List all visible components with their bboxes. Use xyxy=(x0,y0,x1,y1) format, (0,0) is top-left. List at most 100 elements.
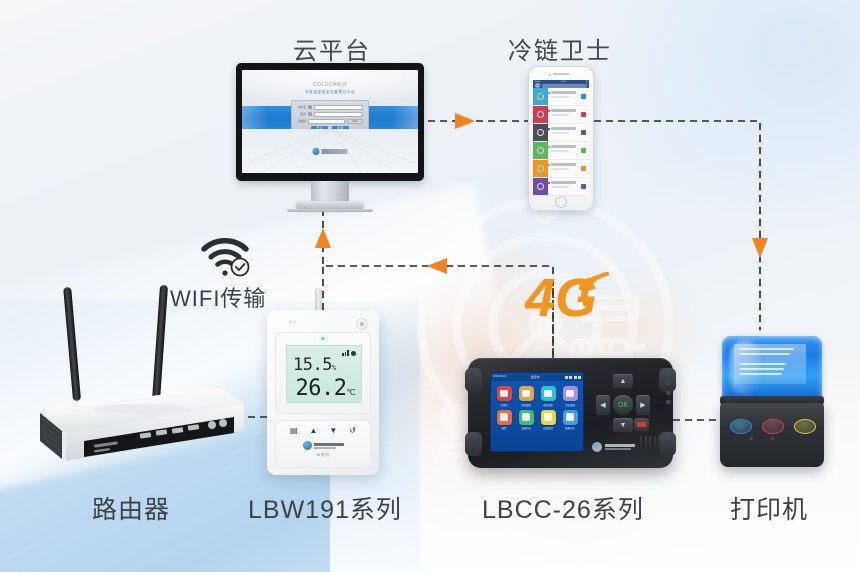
lbcc26-vents xyxy=(640,436,660,454)
receipt-line xyxy=(739,363,786,365)
lbw191-buttons[interactable]: ▤ ▲ ▼ ↺ xyxy=(276,421,370,435)
router-antenna-left xyxy=(63,287,81,401)
lbcc26-power-key[interactable] xyxy=(634,418,649,431)
printer-status-button[interactable] xyxy=(794,419,816,434)
lcd-humidity-reading: 15.5% xyxy=(293,355,336,375)
list-item-icon xyxy=(533,142,548,159)
lbcc26-app-icon[interactable]: 打印机 xyxy=(495,386,513,407)
username-row[interactable]: 用户名 xyxy=(297,105,363,110)
list-item-action-icon[interactable] xyxy=(578,124,589,141)
lbcc26-left-key[interactable]: ◀ xyxy=(596,395,610,415)
password-row[interactable]: 密 码 xyxy=(297,111,363,117)
page-title-app: 冷链卫士 xyxy=(508,38,612,65)
lbcc26-down-key[interactable]: ▼ xyxy=(613,418,633,432)
username-input[interactable] xyxy=(314,105,363,110)
lbcc26-app-icon[interactable]: 设备测试 xyxy=(539,409,557,430)
list-item-action-icon[interactable] xyxy=(578,88,589,105)
monitor-neck xyxy=(311,181,349,201)
status-carrier: ●●●● xyxy=(535,80,541,83)
list-item-action-icon[interactable] xyxy=(578,142,589,159)
list-item-icon xyxy=(533,106,548,123)
lbcc26-right-key[interactable]: ▶ xyxy=(636,395,650,415)
lbw191-down-button[interactable]: ▼ xyxy=(329,426,338,435)
list-item-action-icon[interactable] xyxy=(578,178,589,195)
lbcc26-app-grid[interactable]: 打印机系统参数通讯参数历史曲线报警设备信息设备测试数据对比 xyxy=(491,381,583,435)
cloud-platform-monitor[interactable]: COLDCHAIN 冷链温湿度监控管理云平台 用户名 密 码 验证码 xyxy=(236,63,424,212)
lbcc26-status-mode: 监控中 xyxy=(530,375,540,379)
lbcc26-status-bar: 2020/10/23 监控中 xyxy=(491,373,583,381)
nav-title-bar xyxy=(542,83,587,88)
device-label-lbcc26: LBCC-26系列 xyxy=(482,496,644,524)
thermal-printer[interactable] xyxy=(718,336,826,474)
nav-menu-icon[interactable] xyxy=(535,83,540,88)
list-item[interactable] xyxy=(533,142,589,160)
password-input[interactable] xyxy=(314,111,363,117)
captcha-input[interactable] xyxy=(308,118,345,124)
lbcc26-app-icon[interactable]: 通讯参数 xyxy=(539,386,557,407)
lbw191-up-button[interactable]: ▲ xyxy=(309,426,318,435)
status-battery-icon: ▮ xyxy=(585,81,587,83)
phone-status-bar: ●●●● 9:41 ▮ xyxy=(533,80,589,83)
lbcc26-bumper-tl xyxy=(465,368,482,392)
monitor-base xyxy=(296,201,364,209)
wifi-signal-icon xyxy=(200,236,254,278)
list-item[interactable] xyxy=(533,178,589,196)
username-label: 用户名 xyxy=(298,106,306,110)
printer-buttons[interactable] xyxy=(730,419,816,434)
reset-button[interactable]: 重 置 xyxy=(332,125,349,131)
lbcc26-app-icon[interactable]: 报警 xyxy=(495,409,513,430)
captcha-row[interactable]: 验证码 8A3F xyxy=(297,118,363,124)
lcd-signal-icon xyxy=(342,350,356,356)
lbw191-brand-logo: W系列 xyxy=(276,441,370,458)
phone-list[interactable] xyxy=(533,88,589,196)
receipt-line xyxy=(739,368,785,370)
list-item-action-icon[interactable] xyxy=(578,160,589,177)
lbw191-sensor-vent-icon xyxy=(356,318,368,330)
printer-feed-button[interactable] xyxy=(762,419,784,434)
wifi-router[interactable] xyxy=(22,283,252,463)
lbw191-display-panel: 15.5% 26.2℃ xyxy=(275,332,371,414)
printer-lid[interactable] xyxy=(722,336,822,400)
mobile-app-phone[interactable]: ●●●● 9:41 ▮ xyxy=(528,66,594,211)
lbw191-datalogger[interactable]: 15.5% 26.2℃ ▤ ▲ ▼ ↺ xyxy=(267,288,379,475)
list-item[interactable] xyxy=(533,124,589,142)
monitor-bezel: COLDCHAIN 冷链温湿度监控管理云平台 用户名 密 码 验证码 xyxy=(236,63,424,181)
phone-home-button[interactable] xyxy=(555,196,567,208)
list-item-action-icon[interactable] xyxy=(578,106,589,123)
lbcc26-bumper-br xyxy=(659,432,676,456)
signal-icon xyxy=(573,375,577,379)
list-item-icon xyxy=(533,160,548,177)
list-item-body xyxy=(548,142,578,159)
printer-power-button[interactable] xyxy=(730,419,752,434)
lbcc26-app-icon[interactable]: 数据对比 xyxy=(561,409,579,430)
lbw191-menu-button[interactable]: ▤ xyxy=(289,426,298,435)
login-buttons: 登 录 重 置 xyxy=(297,125,363,131)
list-item[interactable] xyxy=(533,160,589,178)
4g-signal-icon: 4G xyxy=(524,266,615,328)
lbcc26-bumper-tr xyxy=(659,368,676,392)
lbcc26-screen[interactable]: 2020/10/23 监控中 打印机系统参数通讯参数历史曲线报警设备信息设备测试… xyxy=(490,372,584,452)
lbcc26-app-icon[interactable]: 设备信息 xyxy=(517,409,535,430)
list-item[interactable] xyxy=(533,106,589,124)
lbcc26-status-icons xyxy=(564,375,581,379)
lbw191-reset-button[interactable]: ↺ xyxy=(349,426,356,435)
lbcc26-side-ports xyxy=(666,382,671,404)
captcha-image[interactable]: 8A3F xyxy=(347,118,363,124)
phone-screen: ●●●● 9:41 ▮ xyxy=(533,80,589,196)
lbcc26-app-icon[interactable]: 系统参数 xyxy=(517,386,535,407)
lbcc26-keypad[interactable]: ▲ ◀ ▶ ▼ OK xyxy=(596,374,650,436)
login-button[interactable]: 登 录 xyxy=(311,125,328,131)
lbcc26-up-key[interactable]: ▲ xyxy=(613,374,633,388)
lcd-temperature-reading: 26.2℃ xyxy=(295,376,356,401)
lbw191-antenna xyxy=(315,288,322,314)
device-label-printer: 打印机 xyxy=(730,496,809,524)
lbcc26-handheld[interactable]: 2020/10/23 监控中 打印机系统参数通讯参数历史曲线报警设备信息设备测试… xyxy=(465,358,676,468)
list-item-body xyxy=(548,160,578,177)
list-item[interactable] xyxy=(533,88,589,106)
lbcc26-app-icon[interactable]: 历史曲线 xyxy=(561,386,579,407)
lbcc26-ok-key[interactable]: OK xyxy=(613,395,633,415)
lbw191-top-indicators xyxy=(289,321,297,324)
list-item-icon xyxy=(533,178,548,195)
printer-paper-slot xyxy=(720,396,824,405)
